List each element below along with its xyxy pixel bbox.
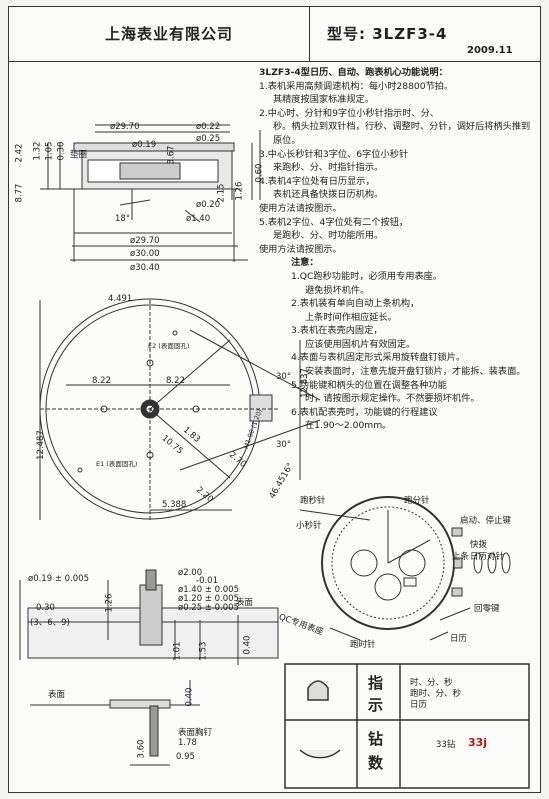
dim-low-b: 0.40 <box>184 687 195 707</box>
note-item: 2.中心时、分针和9字位小秒针指示时、分、秒。柄头拉到双针档，行秒、调整时、分针… <box>259 107 531 146</box>
dim-bot-l: 0.40 <box>242 635 253 655</box>
dim-mid-b: 8.22 <box>92 376 111 386</box>
dial-label-reset: 回零键 <box>474 604 500 614</box>
dial-label-chrono-min: 跑分针 <box>404 496 430 506</box>
note-item: 使用方法请按图示。 <box>259 243 342 255</box>
note-item: 5.表机2字位、4字位处有二个按钮，是跑秒、分、时功能所用。 <box>259 216 409 242</box>
company-name: 上海表业有限公司 <box>105 25 234 43</box>
model-number: 型号: 3LZF3-4 <box>327 25 448 43</box>
dim-bot-a: ø0.19 ± 0.005 <box>28 574 89 584</box>
table-jewel-count: 33钻 <box>436 740 456 750</box>
dial-label-chrono-hour: 跑时针 <box>350 640 376 650</box>
caution-item: 5.功能键和柄头的位置在调整各种功能时，请按图示规定操作。不然要损坏机件。 <box>291 379 480 405</box>
dim-low-d: 3.60 <box>136 739 147 759</box>
dial-label-chrono-sec: 跑秒针 <box>300 496 326 506</box>
hand-stem-view <box>19 569 279 665</box>
movement-plan-view <box>39 298 321 520</box>
header: 上海表业有限公司 型号: 3LZF3-4 2009.11 <box>9 7 540 62</box>
dim-top-d8: ø1.40 <box>186 214 211 224</box>
dim-bot-g: ø0.25 ± 0.005 <box>178 603 239 613</box>
table-display-2: 跑时、分、秒 <box>410 689 462 699</box>
label-gasket: 垫圈 <box>70 150 88 160</box>
table-display-1: 时、分、秒 <box>410 678 453 688</box>
company-cell: 上海表业有限公司 <box>9 7 310 61</box>
dim-top-d1: ø29.70 <box>110 122 140 132</box>
note-item: 1.表机采用高频调速机构：每小时28800节拍。其精度按国家标准规定。 <box>259 80 454 106</box>
label-dial-screw: 表面胸钉 <box>178 728 213 738</box>
dial-screw-view <box>30 680 200 766</box>
caution-item: 1.QC跑秒功能时，必须用专用表座。避免损坏机件。 <box>291 270 443 296</box>
dim-mid-c: 8.22 <box>166 376 185 386</box>
table-jewel-2: 数 <box>368 754 384 772</box>
dim-mid-ang1: 30° <box>276 372 292 382</box>
movement-side-view <box>40 124 261 262</box>
dim-top-v3: 1.05 <box>44 141 55 161</box>
dim-bot-k: 1.53 <box>198 641 209 661</box>
dim-top-v7: 2.15 <box>216 183 227 203</box>
dim-bot-b: 0.30 <box>36 603 55 613</box>
dim-low-f: 1.78 <box>178 738 197 748</box>
caution-item: 6.表机配表壳时，功能键的行程建议在1.90～2.00mm。 <box>291 406 438 432</box>
dim-low-e: 0.95 <box>176 752 195 762</box>
dial-label-small-sec: 小秒针 <box>296 521 322 531</box>
label-dial-face: 表面 <box>236 598 254 608</box>
dim-bot-f: ø1.20 ± 0.005 <box>178 594 239 604</box>
note-item: 4.表机4字位处有日历显示，表机还具备快拨日历机构。 <box>259 175 384 201</box>
table-indicate-2: 示 <box>368 696 384 714</box>
dial-label-quick: 快拨 <box>470 540 488 550</box>
dim-top-v1: 2.42 <box>14 143 25 163</box>
dim-bot-i: 1.26 <box>104 593 115 613</box>
dim-top-v2: 1.32 <box>32 141 43 161</box>
handwritten-jewel-note: 33j <box>468 736 488 749</box>
dim-top-d4: ø0.19 <box>132 140 157 150</box>
dim-bot-c: (3、6、9) <box>30 618 70 628</box>
dial-label-wind: 上条 <box>452 552 470 562</box>
dim-top-v5: 8.77 <box>14 183 25 203</box>
dim-top-angle: 18° <box>115 214 131 224</box>
dim-mid-f: 5.388 <box>162 500 187 510</box>
issue-date: 2009.11 <box>467 45 513 56</box>
dim-top-d6: ø30.00 <box>130 249 160 259</box>
note-item: 使用方法请按图示。 <box>259 202 342 214</box>
dial-label-date-set: 日历对针 <box>470 552 505 562</box>
table-indicate-1: 指 <box>368 674 384 692</box>
specification-sheet: 上海表业有限公司 型号: 3LZF3-4 2009.11 <box>8 6 541 793</box>
chronograph-dial-drawing <box>299 496 511 641</box>
caution-title: 注意： <box>291 257 319 269</box>
dim-top-d2: ø0.22 <box>196 122 221 132</box>
dial-label-date: 日历 <box>450 634 468 644</box>
dim-top-d5: ø29.70 <box>130 236 160 246</box>
dim-top-v4: 0.30 <box>56 141 67 161</box>
dim-bot-e: ø1.40 ± 0.005 <box>178 585 239 595</box>
dial-label-start-stop: 启动、停止键 <box>460 516 512 526</box>
dim-top-d9: ø0.20 <box>196 200 221 210</box>
dim-bot-j: 1.01 <box>172 641 183 661</box>
caution-item: 2.表机装有单向自动上条机构，上条时间作相应延长。 <box>291 298 420 323</box>
label-low-face: 表面 <box>48 690 66 700</box>
dim-bot-h: -0.01 <box>196 576 218 586</box>
caution-item: 4.表面与表机固定形式采用旋转盘钉锁片。安装表面时，注意先旋开盘钉锁片，才能拆、… <box>291 352 526 378</box>
dim-top-v8: 1.26 <box>234 181 245 201</box>
function-notes: 3LZF3-4型日历、自动、跑表机心功能说明： 1.表机采用高频调速机构：每小时… <box>259 66 531 433</box>
dim-top-d3: ø0.25 <box>196 134 221 144</box>
table-display-3: 日历 <box>410 700 428 710</box>
caution-item: 3.表机在表壳内固定，应该使用固机片有效固定。 <box>291 325 416 350</box>
dim-mid-a: 4.491 <box>108 294 133 304</box>
note-item: 3.中心长秒针和3字位、6字位小秒针来跑秒、分、时指针指示。 <box>259 148 409 174</box>
table-jewel-1: 钻 <box>368 730 384 748</box>
dim-mid-ang2: 30° <box>276 440 292 450</box>
mark-e2: E2 (表面固孔) <box>148 342 190 350</box>
mark-e1: E1 (表面固孔) <box>96 460 138 468</box>
dim-top-v6: 3.67 <box>166 145 177 165</box>
function-table <box>284 663 530 789</box>
dim-mid-d: 12.487 <box>35 430 46 460</box>
dim-bot-d: ø2.00 <box>178 568 203 578</box>
notes-title: 3LZF3-4型日历、自动、跑表机心功能说明： <box>259 67 448 78</box>
dim-top-d7: ø30.40 <box>130 263 160 273</box>
